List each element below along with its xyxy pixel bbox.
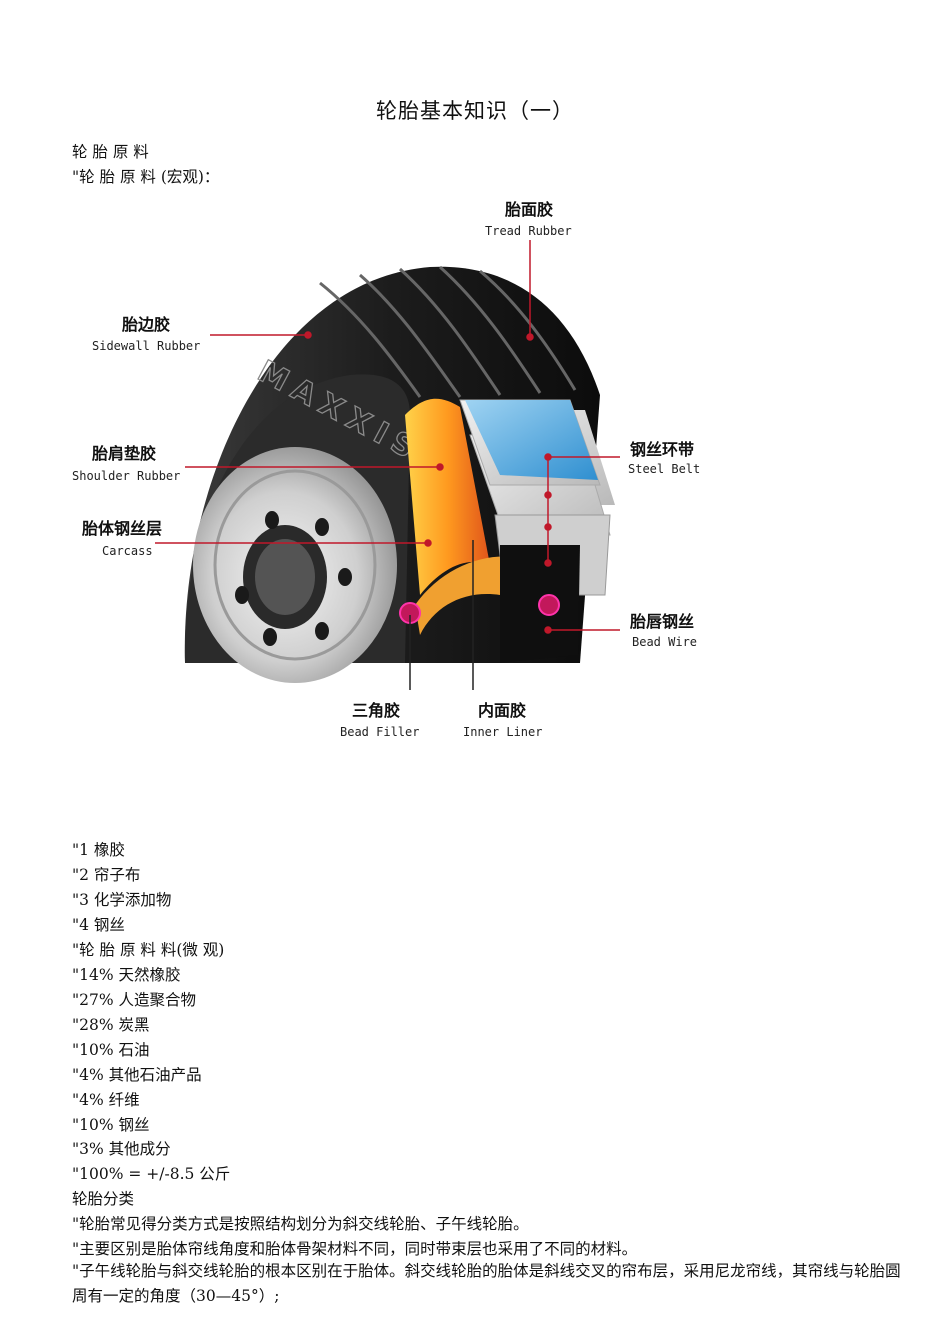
macro-item: "4 钢丝 [72,916,125,934]
label-carcass-cn: 胎体钢丝层 [82,519,162,538]
micro-item: "10% 石油 [72,1041,150,1059]
label-innerliner-cn: 内面胶 [478,701,526,720]
classification-paragraph: "子午线轮胎与斜交线轮胎的根本区别在于胎体。斜交线轮胎的胎体是斜线交叉的帘布层，… [72,1262,901,1305]
label-steelbelt-cn: 钢丝环带 [630,440,694,459]
label-sidewall-en: Sidewall Rubber [92,339,200,353]
tire-cross-section-figure: MAXXIS [60,185,760,755]
label-sidewall-cn: 胎边胶 [122,315,170,334]
label-steelbelt-en: Steel Belt [628,462,700,476]
micro-item: "28% 炭黑 [72,1016,150,1034]
macro-heading: "轮 胎 原 料 (宏观)： [72,168,220,186]
micro-heading: "轮 胎 原 料 料(微 观) [72,941,225,959]
micro-item: "10% 钢丝 [72,1116,150,1134]
page-title: 轮胎基本知识（一） [376,99,574,123]
materials-heading: 轮 胎 原 料 [72,143,149,161]
micro-item: "100% = +/-8.5 公斤 [72,1165,231,1183]
label-innerliner-en: Inner Liner [463,725,542,739]
classification-paragraph: "轮胎常见得分类方式是按照结构划分为斜交线轮胎、子午线轮胎。 [72,1215,529,1233]
label-beadfiller-cn: 三角胶 [352,701,400,720]
classification-paragraph: "主要区别是胎体帘线角度和胎体骨架材料不同，同时带束层也采用了不同的材料。 [72,1240,638,1258]
macro-item: "1 橡胶 [72,841,125,859]
micro-item: "4% 纤维 [72,1091,140,1109]
label-shoulder-en: Shoulder Rubber [72,469,180,483]
label-carcass-en: Carcass [102,544,153,558]
label-shoulder-cn: 胎肩垫胶 [92,444,156,463]
label-beadfiller-en: Bead Filler [340,725,419,739]
wheel-rim [193,447,397,683]
label-tread-en: Tread Rubber [485,224,572,238]
micro-item: "3% 其他成分 [72,1140,171,1158]
micro-item: "27% 人造聚合物 [72,991,197,1009]
macro-item: "2 帘子布 [72,866,141,884]
label-beadwire-cn: 胎唇钢丝 [630,612,694,631]
micro-item: "14% 天然橡胶 [72,966,181,984]
label-tread-cn: 胎面胶 [505,200,553,219]
classification-heading: 轮胎分类 [72,1190,135,1208]
macro-item: "3 化学添加物 [72,891,172,909]
label-beadwire-en: Bead Wire [632,635,697,649]
micro-item: "4% 其他石油产品 [72,1066,202,1084]
